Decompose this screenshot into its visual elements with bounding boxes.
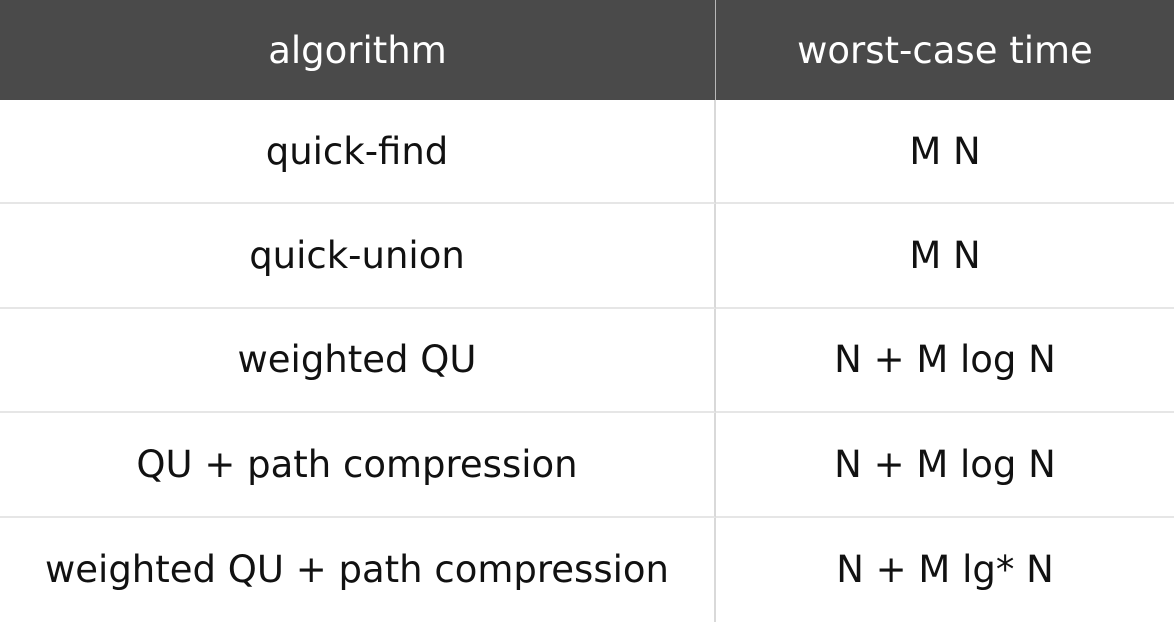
algorithm-cell: QU + path compression: [0, 413, 716, 518]
algorithm-cell: weighted QU + path compression: [0, 517, 716, 622]
worst-case-time-cell: N + M log N: [716, 413, 1174, 518]
worst-case-time-cell: N + M log N: [716, 308, 1174, 414]
column-header-worst-case-time: worst-case time: [716, 0, 1174, 100]
worst-case-time-cell: M N: [716, 100, 1174, 205]
worst-case-time-cell: M N: [716, 204, 1174, 309]
algorithm-cell: quick-find: [0, 100, 716, 205]
column-header-algorithm: algorithm: [0, 0, 716, 100]
algorithm-cell: weighted QU: [0, 308, 716, 414]
worst-case-time-cell: N + M lg* N: [716, 517, 1174, 622]
algorithm-cell: quick-union: [0, 204, 716, 309]
